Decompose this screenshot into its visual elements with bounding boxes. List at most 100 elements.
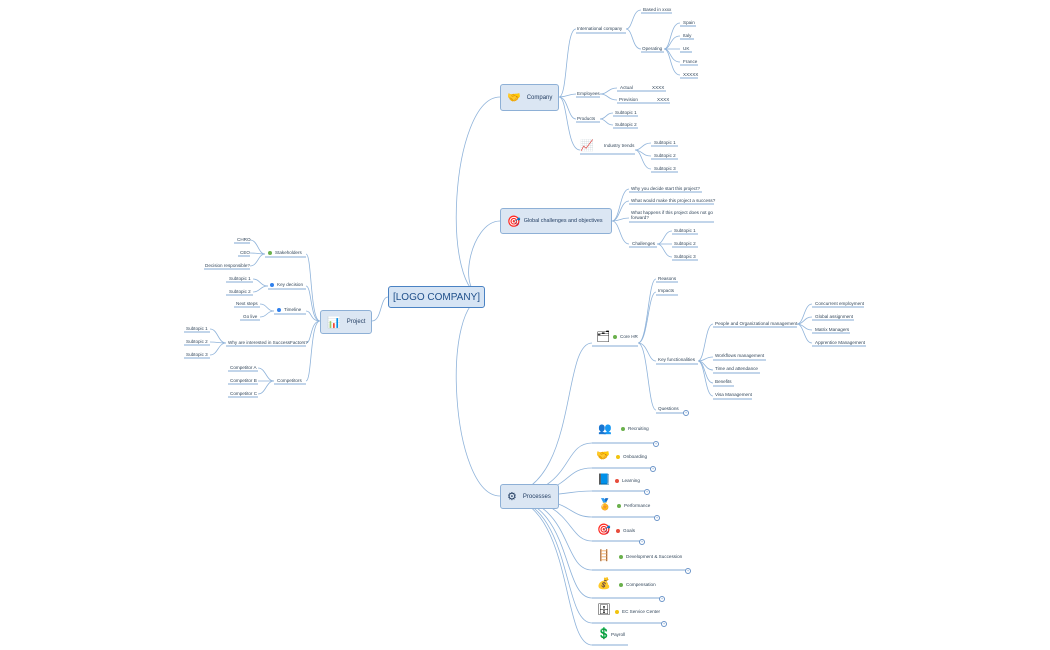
recruiting-label: Recruiting	[628, 426, 649, 431]
competitor-item[interactable]: Competitor A	[230, 365, 257, 370]
challenge-subtopic[interactable]: Subtopic 3	[674, 254, 696, 259]
key-decision-item[interactable]: Subtopic 2	[229, 289, 251, 294]
status-dot-icon	[617, 503, 621, 508]
status-dot-icon	[619, 554, 623, 559]
why-item[interactable]: Subtopic 1	[186, 326, 208, 331]
competitor-item[interactable]: Competitor C	[230, 391, 258, 396]
stakeholder-item[interactable]: CHRO	[237, 237, 251, 242]
status-dot-icon	[268, 250, 272, 255]
expand-icon[interactable]: +	[659, 596, 665, 602]
industry-chart-icon: 📈	[580, 140, 594, 152]
key-functionalities-topic[interactable]: Key functionalities	[658, 357, 696, 362]
timeline-item[interactable]: Next steps	[236, 301, 258, 306]
payroll-topic[interactable]: Payroll	[611, 632, 626, 637]
learning-topic[interactable]: Learning	[615, 478, 640, 484]
recruiting-topic[interactable]: Recruiting	[621, 426, 649, 432]
expand-icon[interactable]: +	[654, 515, 660, 521]
country-item[interactable]: Spain	[683, 20, 695, 25]
expand-icon[interactable]: +	[683, 410, 689, 416]
functionality-item[interactable]: Visa Management	[715, 392, 752, 397]
performance-label: Performance	[624, 503, 651, 508]
actual-topic[interactable]: Actual	[620, 85, 633, 90]
challenge-subtopic[interactable]: Subtopic 2	[674, 241, 696, 246]
questions-topic[interactable]: Questions	[658, 406, 679, 411]
country-item[interactable]: Italy	[683, 33, 692, 38]
onboarding-topic[interactable]: Onboarding	[616, 454, 647, 460]
industry-subtopic[interactable]: Subtopic 1	[654, 140, 676, 145]
development-topic[interactable]: Development & Succession	[619, 554, 682, 560]
why-item[interactable]: Subtopic 2	[186, 339, 208, 344]
competitor-item[interactable]: Competitor B	[230, 378, 257, 383]
employees-topic[interactable]: Employees	[577, 91, 600, 96]
root-node[interactable]: [LOGO COMPANY]	[388, 286, 485, 308]
expand-icon[interactable]: +	[685, 568, 691, 574]
people-org-item[interactable]: Global assignment	[815, 314, 854, 319]
status-dot-icon	[615, 478, 619, 483]
development-label: Development & Succession	[626, 554, 683, 559]
succession-stairs-icon: 🪜	[597, 550, 611, 562]
expand-icon[interactable]: +	[661, 621, 667, 627]
status-dot-icon	[619, 582, 623, 587]
country-item[interactable]: XXXXX	[683, 72, 699, 77]
timeline-topic[interactable]: Timeline	[277, 307, 301, 313]
service-center-topic[interactable]: EC Service Center	[615, 609, 660, 615]
status-dot-icon	[270, 282, 274, 287]
based-topic[interactable]: Based in xxxx	[643, 7, 672, 12]
country-item[interactable]: UK	[683, 46, 690, 51]
key-decision-item[interactable]: Subtopic 1	[229, 276, 251, 281]
expand-icon[interactable]: +	[644, 489, 650, 495]
functionality-item[interactable]: Time and attendance	[715, 366, 758, 371]
global-node[interactable]: 🎯 Global challenges and objectives	[500, 208, 612, 234]
project-node[interactable]: 📊 Project	[320, 310, 372, 334]
processes-node[interactable]: ⚙ Processes	[500, 484, 559, 509]
challenges-topic[interactable]: Challenges	[632, 241, 655, 246]
prevision-value[interactable]: XXXX	[657, 97, 670, 102]
compensation-label: Compensation	[626, 582, 656, 587]
industry-topic[interactable]: Industry trends	[604, 143, 635, 148]
project-label: Project	[346, 319, 366, 325]
stakeholders-topic[interactable]: Stakeholders	[268, 250, 302, 256]
question-topic[interactable]: What happens if this project does not go	[631, 210, 713, 215]
people-org-topic[interactable]: People and Organizational management	[715, 321, 798, 326]
prevision-topic[interactable]: Prevision	[619, 97, 638, 102]
reasons-topic[interactable]: Reasons	[658, 276, 677, 281]
status-dot-icon	[613, 334, 617, 339]
operating-topic[interactable]: Operating	[642, 46, 663, 51]
question-topic[interactable]: What would make this project a success?	[631, 198, 716, 203]
gear-hand-icon: ⚙	[507, 491, 517, 503]
company-node[interactable]: 🤝 Company	[500, 84, 559, 111]
functionality-item[interactable]: Workflows management	[715, 353, 765, 358]
people-org-item[interactable]: Apprentice Management	[815, 340, 866, 345]
industry-subtopic[interactable]: Subtopic 3	[654, 166, 676, 171]
key-decision-topic[interactable]: Key decision	[270, 282, 303, 288]
compensation-topic[interactable]: Compensation	[619, 582, 656, 588]
international-topic[interactable]: International company	[577, 26, 623, 31]
industry-subtopic[interactable]: Subtopic 2	[654, 153, 676, 158]
product-subtopic[interactable]: Subtopic 2	[615, 122, 637, 127]
people-org-item[interactable]: Matrix Managers	[815, 327, 850, 332]
impacts-topic[interactable]: Impacts	[658, 288, 675, 293]
question-topic[interactable]: Why you decide start this project?	[631, 186, 700, 191]
service-center-label: EC Service Center	[622, 609, 661, 614]
stakeholder-item[interactable]: CEO	[240, 250, 250, 255]
stakeholder-item[interactable]: Decision responsible?	[205, 263, 250, 268]
handshake-icon: 🤝	[507, 92, 521, 104]
question-topic-cont[interactable]: forward?	[631, 215, 649, 220]
core-hr-topic[interactable]: Core HR	[613, 334, 638, 340]
functionality-item[interactable]: Benefits	[715, 379, 732, 384]
timeline-item[interactable]: Go live	[243, 314, 258, 319]
competitors-topic[interactable]: Competitors	[277, 378, 302, 383]
challenge-subtopic[interactable]: Subtopic 1	[674, 228, 696, 233]
why-item[interactable]: Subtopic 3	[186, 352, 208, 357]
why-interested-topic[interactable]: Why are interested in SuccessFactors?	[228, 340, 308, 345]
goals-topic[interactable]: Goals	[616, 528, 635, 534]
expand-icon[interactable]: +	[653, 441, 659, 447]
expand-icon[interactable]: +	[639, 539, 645, 545]
performance-topic[interactable]: Performance	[617, 503, 650, 509]
expand-icon[interactable]: +	[650, 466, 656, 472]
product-subtopic[interactable]: Subtopic 1	[615, 110, 637, 115]
country-item[interactable]: France	[683, 59, 698, 64]
people-org-item[interactable]: Concurrent employment	[815, 301, 865, 306]
products-topic[interactable]: Products	[577, 116, 596, 121]
actual-value[interactable]: XXXX	[652, 85, 665, 90]
